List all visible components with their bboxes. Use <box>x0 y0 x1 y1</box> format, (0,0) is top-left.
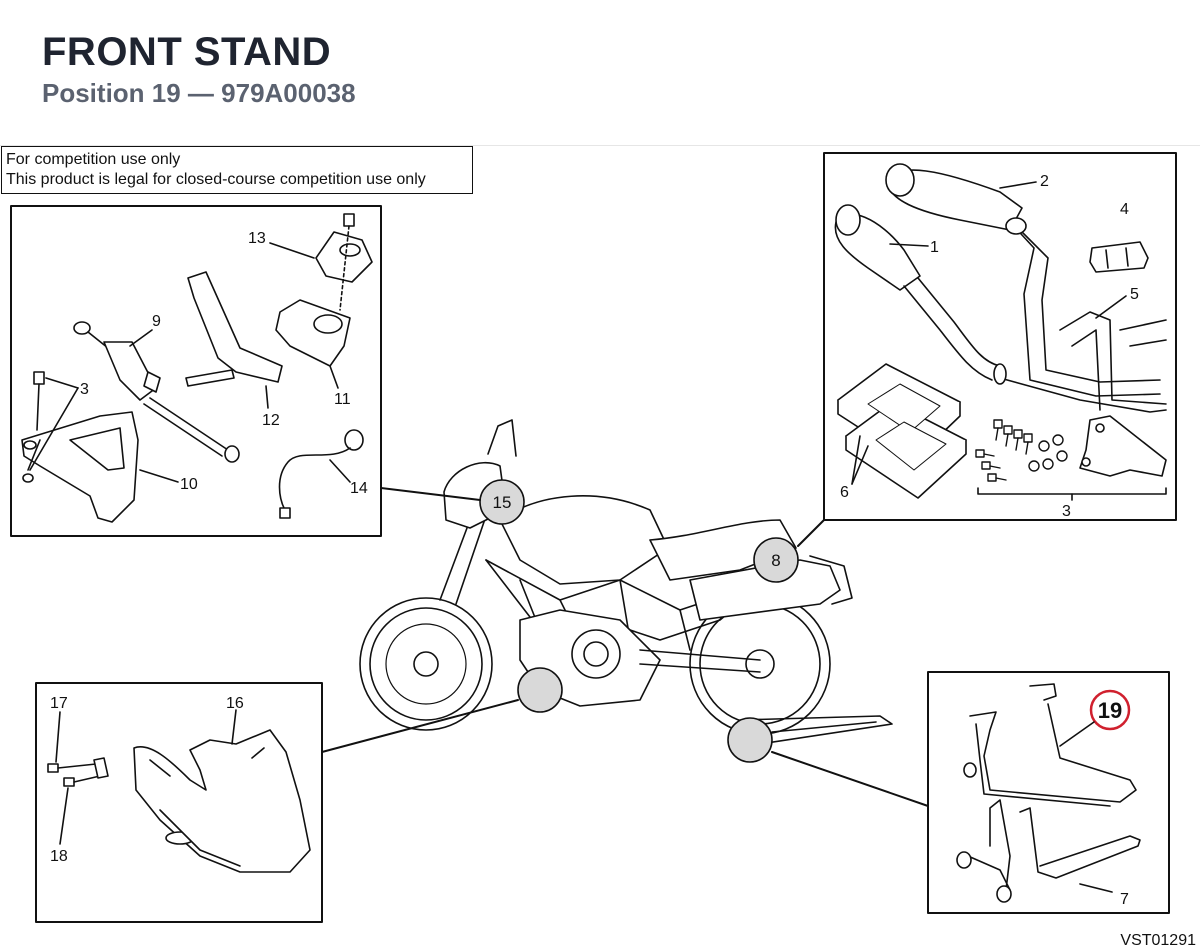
notice-line-1: For competition use only <box>6 151 181 168</box>
label-6: 6 <box>840 484 849 501</box>
label-3b: 3 <box>1062 503 1071 520</box>
belly-pan-part <box>133 729 311 873</box>
hardware-kit-part <box>975 415 1167 482</box>
front-stand-part <box>963 683 1137 807</box>
panel-stands: 19 7 <box>927 671 1170 914</box>
header-pipes-part <box>903 217 1167 413</box>
label-11: 11 <box>334 391 351 408</box>
callout-15-label: 15 <box>493 493 512 512</box>
bolt-part <box>47 757 109 787</box>
label-3a: 3 <box>80 381 89 398</box>
label-10: 10 <box>180 476 198 493</box>
page-subtitle: Position 19 — 979A00038 <box>42 78 356 108</box>
screw-part <box>22 371 45 483</box>
label-1: 1 <box>930 239 939 256</box>
label-2: 2 <box>1040 173 1049 190</box>
connector-stand <box>771 751 929 807</box>
competition-notice: For competition use only This product is… <box>1 146 473 194</box>
callout-19-label: 19 <box>1098 698 1122 723</box>
label-18: 18 <box>50 848 68 865</box>
silencer-part <box>834 163 1023 291</box>
label-4: 4 <box>1120 201 1129 218</box>
callout-fairing[interactable] <box>517 667 563 713</box>
panel-steering-damper: 13 9 3 12 11 10 14 <box>10 205 382 537</box>
motorcycle-illustration: 15 8 <box>359 419 893 763</box>
header-divider <box>0 145 1200 146</box>
damper-part <box>73 321 240 463</box>
clamp-part <box>275 299 351 367</box>
callout-8[interactable] <box>753 537 799 583</box>
label-5: 5 <box>1130 286 1139 303</box>
label-7: 7 <box>1120 891 1129 908</box>
rear-stand-part <box>956 799 1141 903</box>
notice-line-2: This product is legal for closed-course … <box>6 171 426 188</box>
label-13: 13 <box>248 230 266 247</box>
sensor-part <box>278 429 364 519</box>
panel-belly-pan: 17 16 18 <box>35 682 323 923</box>
callout-8-label: 8 <box>771 551 780 570</box>
drawing-code: VST01291 <box>1120 932 1196 949</box>
label-9: 9 <box>152 313 161 330</box>
label-12: 12 <box>262 412 280 429</box>
connector-fairing <box>321 699 519 753</box>
callout-stand[interactable] <box>727 717 773 763</box>
arm-part <box>185 271 283 387</box>
label-16: 16 <box>226 695 244 712</box>
page-title: FRONT STAND <box>42 30 332 74</box>
label-14: 14 <box>350 480 368 497</box>
callout-15[interactable] <box>479 479 525 525</box>
cap-part <box>315 213 373 311</box>
cover-part <box>1089 241 1149 273</box>
label-17: 17 <box>50 695 68 712</box>
connector-8 <box>797 519 825 547</box>
panel-exhaust: 2 4 1 5 6 3 <box>823 152 1177 521</box>
callout-19-highlight[interactable] <box>1089 689 1131 731</box>
connector-15 <box>380 487 481 501</box>
filter-part <box>837 363 967 499</box>
